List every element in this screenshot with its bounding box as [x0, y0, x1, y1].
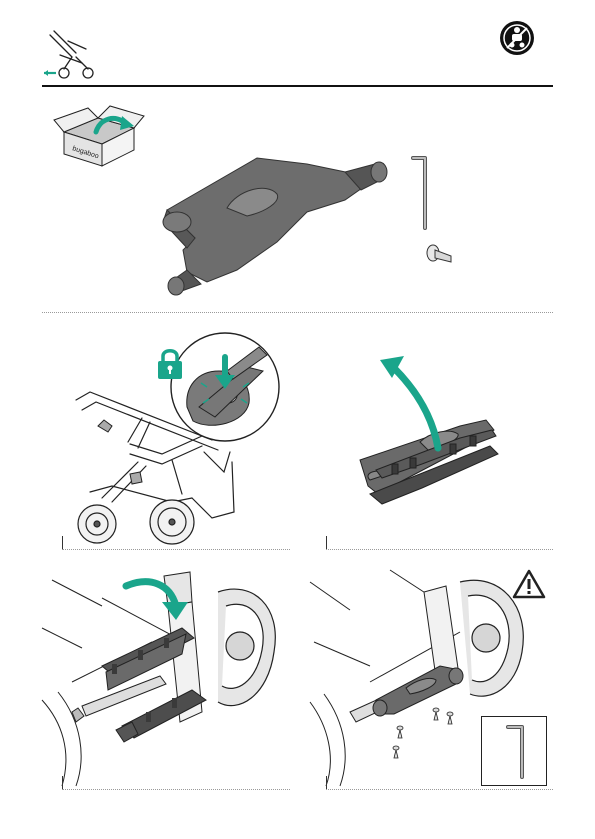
step-2-divider — [326, 549, 553, 550]
detail-magnifier — [167, 327, 287, 447]
step-3-panel — [42, 562, 292, 786]
step-2-marker — [326, 536, 327, 550]
no-child-in-seat-icon — [499, 20, 535, 56]
parts-section: bugaboo — [42, 92, 553, 312]
replacement-cross-bar-part — [157, 150, 387, 300]
screw — [425, 244, 455, 270]
header-divider — [42, 85, 553, 87]
step-4-panel — [310, 562, 555, 786]
step-1-divider — [62, 549, 290, 550]
lock-icon — [156, 347, 184, 381]
step-4-marker — [326, 776, 327, 790]
allen-key — [409, 154, 439, 234]
warning-triangle-icon — [512, 568, 546, 600]
box-icon: bugaboo — [50, 98, 150, 168]
step-1-panel — [42, 322, 292, 547]
step-3-marker — [62, 776, 63, 790]
allen-key-inset — [481, 716, 547, 786]
cross-bar-insertion-illustration — [42, 562, 292, 786]
page-header — [42, 25, 553, 87]
cross-bar-removal-illustration — [310, 322, 555, 547]
allen-key-icon — [482, 717, 546, 785]
stroller-with-release-arrow-icon — [42, 27, 112, 82]
section-divider — [42, 312, 553, 313]
step-4-divider — [326, 789, 553, 790]
step-3-divider — [62, 789, 290, 790]
step-2-panel — [310, 322, 555, 547]
step-1-marker — [62, 536, 63, 550]
